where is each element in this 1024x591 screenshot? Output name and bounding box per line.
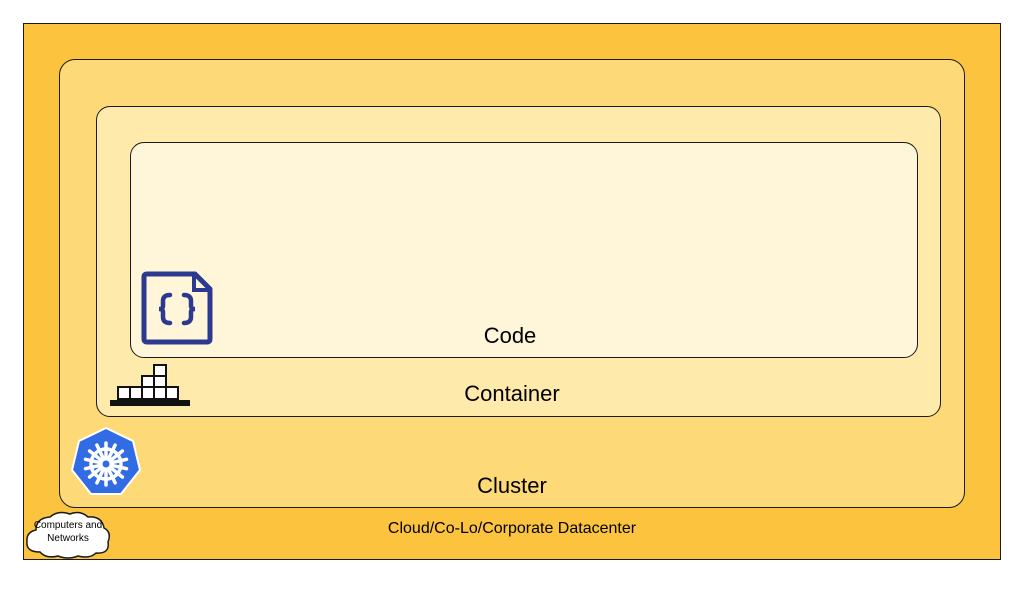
container-ship-icon [110, 364, 190, 406]
cloud-label: Computers and Networks [33, 520, 103, 544]
code-file-icon [141, 271, 213, 345]
cluster-label: Cluster [477, 473, 547, 498]
cloud-icon [26, 511, 111, 559]
datacenter-label: Cloud/Co-Lo/Corporate Datacenter [387, 520, 637, 537]
container-label: Container [464, 381, 560, 406]
kubernetes-helm-icon [70, 427, 142, 495]
code-layer [130, 142, 918, 358]
code-label: Code [483, 323, 537, 348]
